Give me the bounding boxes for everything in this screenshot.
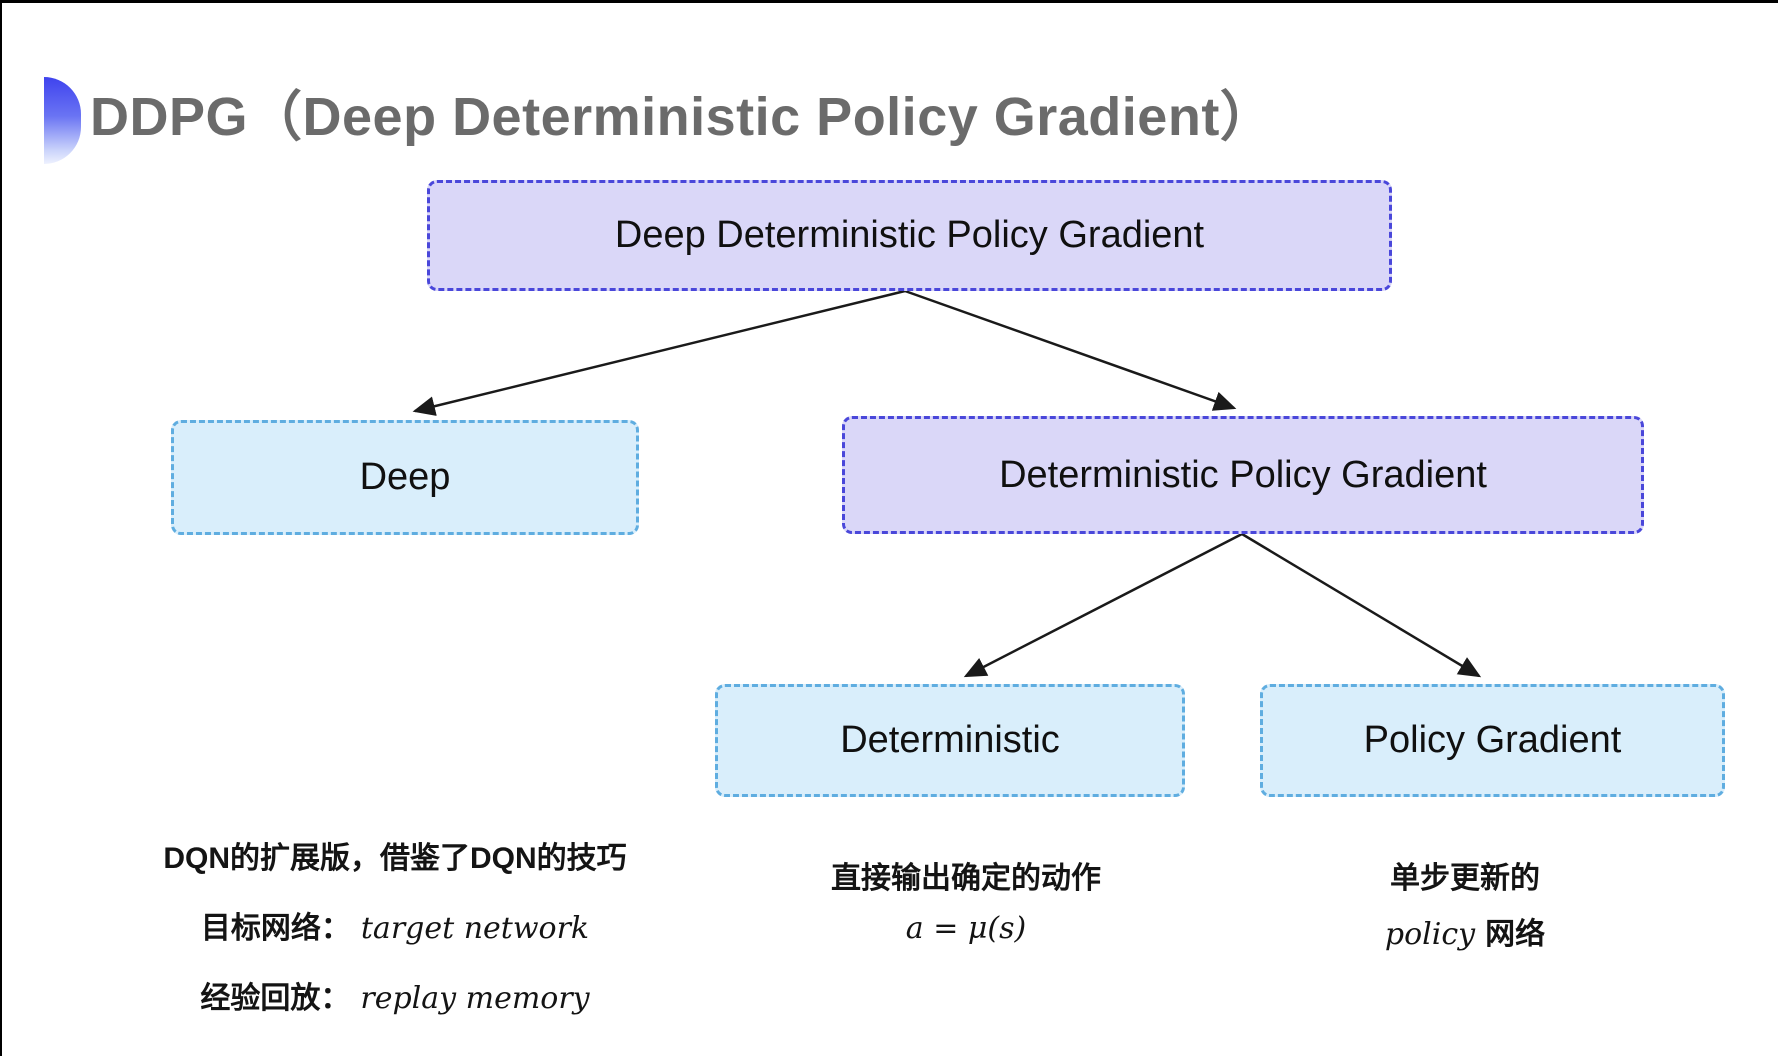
node-policy-gradient: Policy Gradient	[1260, 684, 1725, 797]
node-label: Deterministic Policy Gradient	[999, 453, 1487, 496]
arrow-dpg-to-policy-gradient	[1241, 532, 1482, 678]
node-deterministic-policy-gradient: Deterministic Policy Gradient	[842, 416, 1644, 534]
annotation-deep-line3-zh: 经验回放：	[200, 982, 351, 1015]
frame-left-edge	[0, 0, 2, 1056]
node-deep: Deep	[171, 420, 639, 535]
node-label: Deep Deterministic Policy Gradient	[614, 214, 1205, 256]
annotation-deep-line3-en: replay memory	[360, 981, 590, 1016]
annotation-policy-gradient: 单步更新的 policy 网络	[1275, 853, 1655, 965]
node-deterministic: Deterministic	[715, 684, 1185, 797]
arrow-root-to-dpg	[904, 289, 1237, 411]
annotation-policy-gradient-line2-en: policy	[1384, 917, 1476, 952]
annotation-policy-gradient-line2-zh: 网络	[1485, 918, 1546, 951]
annotation-deep-line1: DQN的扩展版，借鉴了DQN的技巧	[163, 842, 627, 875]
annotation-policy-gradient-line1: 单步更新的	[1390, 862, 1540, 895]
annotation-deep: DQN的扩展版，借鉴了DQN的技巧 目标网络： target network 经验…	[110, 833, 680, 1043]
annotation-deterministic-line1: 直接输出确定的动作	[831, 862, 1101, 895]
annotation-deterministic: 直接输出确定的动作 a = μ(s)	[770, 853, 1162, 960]
annotation-deep-line2-en: target network	[360, 911, 590, 946]
arrow-root-to-deep	[412, 289, 906, 416]
node-label: Deep	[359, 456, 451, 498]
arrow-dpg-to-deterministic	[963, 532, 1243, 678]
page-title: DDPG（Deep Deterministic Policy Gradient）	[90, 87, 1275, 147]
frame-top-edge	[0, 0, 1778, 3]
title-bullet-icon	[44, 77, 81, 164]
node-label: Policy Gradient	[1363, 719, 1622, 761]
annotation-deterministic-formula: a = μ(s)	[905, 911, 1027, 946]
node-deep-deterministic-policy-gradient: Deep Deterministic Policy Gradient	[427, 180, 1392, 291]
node-label: Deterministic	[840, 719, 1060, 761]
annotation-deep-line2-zh: 目标网络：	[200, 912, 351, 945]
